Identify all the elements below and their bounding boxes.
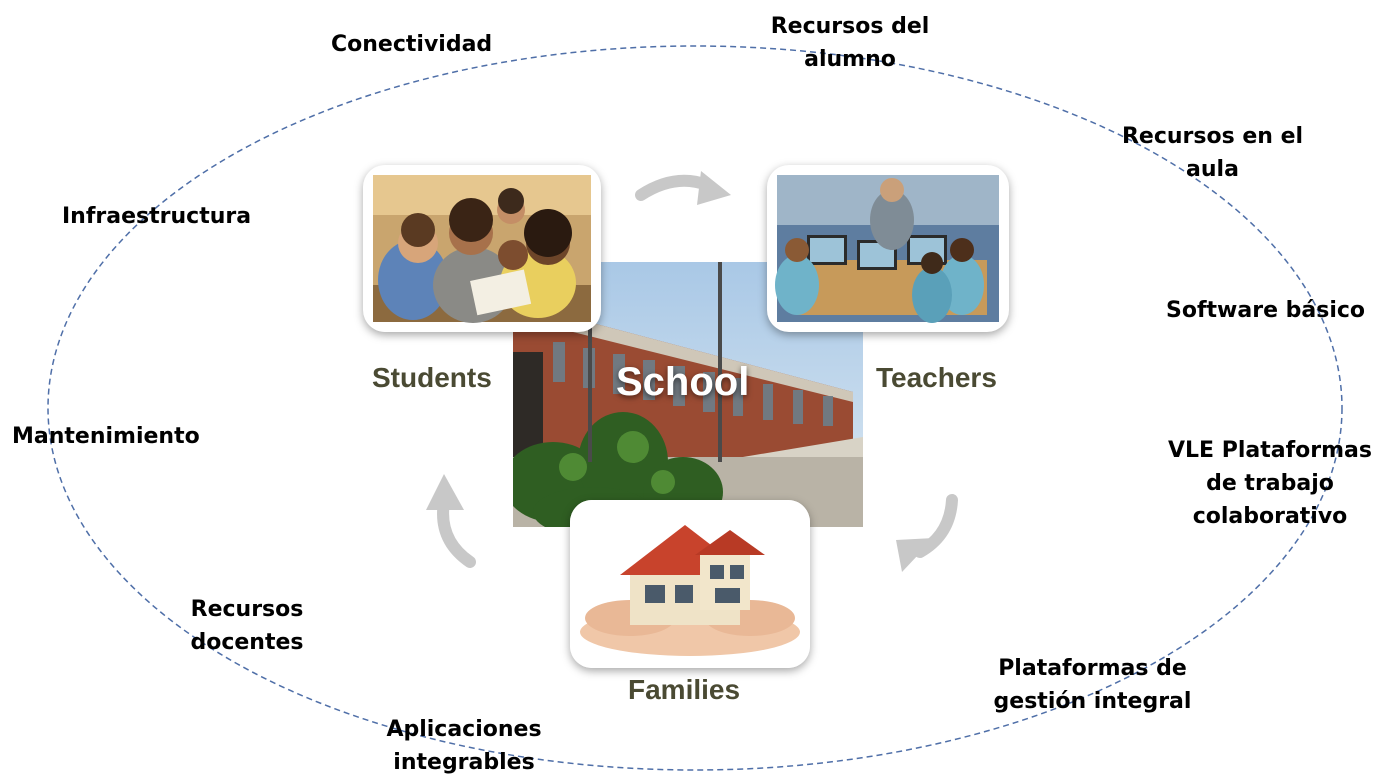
label-recursos-alumno: Recursos del alumno: [770, 14, 930, 72]
teachers-label: Teachers: [876, 362, 997, 393]
cycle-arrow-top-icon: [635, 171, 731, 205]
label-recursos-docentes: Recursos docentes: [190, 597, 304, 655]
families-label: Families: [628, 674, 741, 705]
label-plataformas-gestion: Plataformas de gestión integral: [993, 656, 1192, 714]
label-recursos-aula: Recursos en el aula: [1121, 124, 1304, 182]
students-photo: [363, 165, 601, 332]
students-label: Students: [372, 362, 492, 393]
label-mantenimiento: Mantenimiento: [12, 424, 200, 449]
cycle-arrow-right-icon: [896, 494, 958, 572]
label-infraestructura: Infraestructura: [62, 204, 252, 229]
label-aplicaciones: Aplicaciones integrables: [386, 717, 542, 775]
cycle-arrow-left-icon: [426, 474, 476, 568]
label-conectividad: Conectividad: [331, 32, 493, 57]
school-label: School: [616, 360, 750, 404]
label-vle: VLE Plataformas de trabajo colaborativo: [1167, 438, 1372, 529]
label-software-basico: Software básico: [1166, 298, 1366, 323]
teachers-photo: [767, 165, 1009, 332]
families-photo: [570, 500, 810, 668]
